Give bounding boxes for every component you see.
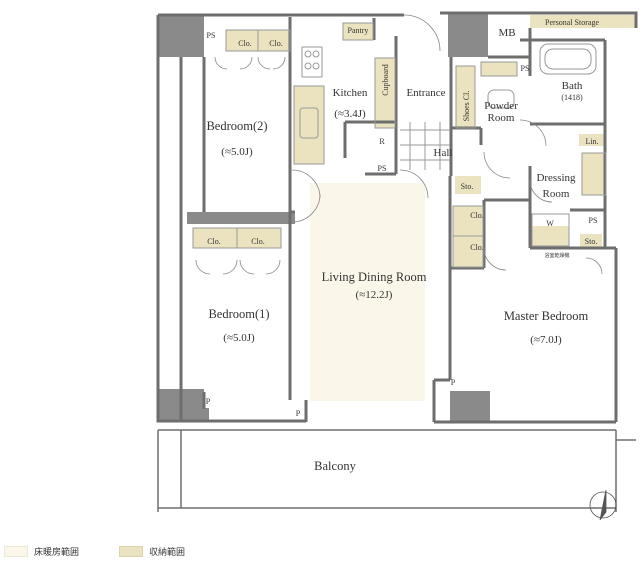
- living-size: (≈12.2J): [356, 289, 393, 301]
- north-arrow-icon: [589, 489, 617, 521]
- pantry-label: Pantry: [348, 26, 369, 35]
- bedroom1-name: Bedroom(1): [208, 307, 269, 321]
- closet-label-b1-left: Clo.: [207, 237, 221, 246]
- closet-label-b1-right: Clo.: [251, 237, 265, 246]
- legend: 床暖房範囲 収納範囲: [4, 545, 185, 557]
- dressing-line2: Room: [543, 188, 570, 200]
- interior-details: [192, 22, 607, 268]
- living-name: Living Dining Room: [322, 270, 427, 284]
- linen-label: Lin.: [585, 137, 598, 146]
- laundry-note: 浴室乾燥機: [544, 252, 569, 259]
- shoes-closet-label: Shoes Cl.: [462, 91, 471, 122]
- ps-label-bedroom2: PS: [207, 31, 216, 40]
- bath-name: Bath: [562, 80, 583, 92]
- entrance-name: Entrance: [406, 87, 445, 99]
- mb-label: MB: [498, 27, 515, 39]
- powder-line2: Room: [488, 112, 515, 124]
- floor-heating-area: [310, 183, 425, 401]
- pipe-label-right: P: [451, 378, 456, 387]
- pipe-label-left: P: [206, 397, 211, 406]
- washer-label: W: [546, 219, 554, 228]
- personal-storage-label: Personal Storage: [545, 18, 599, 27]
- refrigerator-label: R: [379, 137, 385, 146]
- master-name: Master Bedroom: [504, 309, 589, 323]
- closet-label-b2-left: Clo.: [238, 39, 252, 48]
- legend-floor-heating-label: 床暖房範囲: [34, 546, 80, 557]
- kitchen-name: Kitchen: [333, 87, 368, 99]
- cupboard-label: Cupboard: [381, 64, 390, 96]
- legend-storage-label: 収納範囲: [149, 546, 186, 557]
- balcony-name: Balcony: [314, 459, 356, 473]
- storage-areas: [193, 15, 636, 267]
- closet-label-master-top: Clo.: [470, 211, 484, 220]
- walls: [156, 11, 638, 424]
- closet-label-master-bottom: Clo.: [470, 243, 484, 252]
- legend-floor-heating-swatch: [4, 545, 28, 557]
- bedroom1-size: (≈5.0J): [223, 332, 255, 344]
- bedroom2-size: (≈5.0J): [221, 146, 253, 158]
- door-swings: [195, 14, 603, 275]
- storage-label-dressing: Sto.: [585, 237, 598, 246]
- storage-label-hall: Sto.: [461, 182, 474, 191]
- pipe-label-center: P: [296, 409, 301, 418]
- hall-name: Hall: [434, 147, 453, 159]
- powder-line1: Powder: [484, 100, 518, 112]
- kitchen-size: (≈3.4J): [334, 108, 366, 120]
- ps-label-powder: PS: [521, 64, 530, 73]
- bedroom2-name: Bedroom(2): [206, 119, 267, 133]
- ps-label-dressing: PS: [589, 216, 598, 225]
- balcony-outline: [157, 429, 636, 512]
- ps-label-kitchen: PS: [378, 164, 387, 173]
- dressing-line1: Dressing: [536, 172, 576, 184]
- legend-storage-swatch: [119, 545, 144, 557]
- closet-label-b2-right: Clo.: [269, 39, 283, 48]
- master-size: (≈7.0J): [530, 334, 562, 346]
- bath-size: (1418): [561, 93, 583, 102]
